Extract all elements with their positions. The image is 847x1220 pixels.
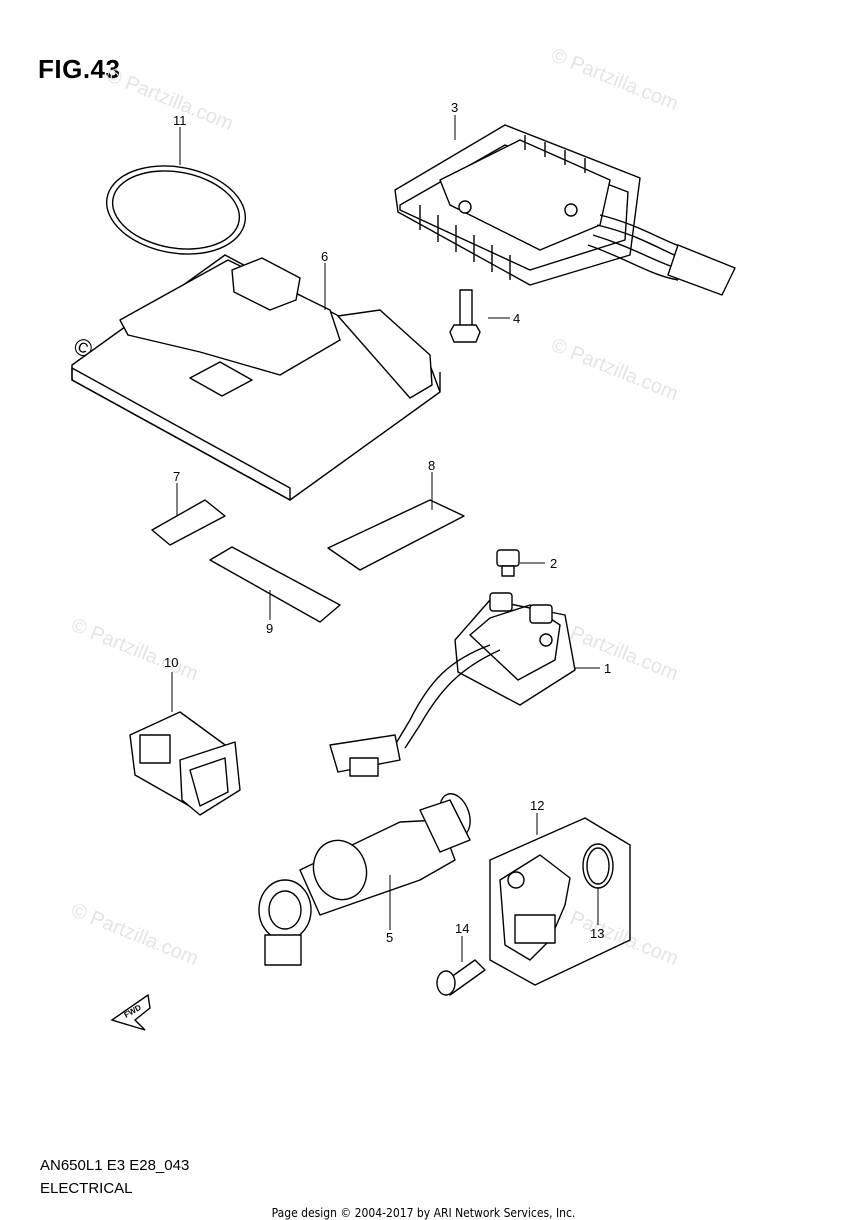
- page-footer: Page design © 2004-2017 by ARI Network S…: [271, 1206, 576, 1220]
- callout-5[interactable]: 5: [386, 930, 393, 945]
- bolt-part-4[interactable]: [449, 289, 481, 343]
- cap-part-2[interactable]: [496, 549, 520, 577]
- model-code: AN650L1 E3 E28_043: [40, 1157, 190, 1174]
- callout-9[interactable]: 9: [266, 621, 273, 636]
- figure-title: FIG.43: [38, 54, 121, 84]
- regulator-part-3[interactable]: [394, 124, 736, 296]
- callout-14[interactable]: 14: [455, 921, 469, 936]
- callout-4[interactable]: 4: [513, 311, 520, 326]
- callout-2[interactable]: 2: [550, 556, 557, 571]
- watermark-1: © Partzilla.com: [103, 64, 236, 135]
- pad-part-8[interactable]: [327, 499, 465, 571]
- callout-13[interactable]: 13: [590, 926, 604, 941]
- fwd-arrow-icon: FWD: [110, 993, 151, 1031]
- sensor-part-5[interactable]: [258, 790, 476, 966]
- callout-1[interactable]: 1: [604, 661, 611, 676]
- callout-11[interactable]: 11: [173, 113, 187, 128]
- pad-part-7[interactable]: [151, 499, 226, 546]
- section-name: ELECTRICAL: [40, 1180, 133, 1197]
- relay-part-1[interactable]: [329, 592, 576, 777]
- callout-12[interactable]: 12: [530, 798, 544, 813]
- watermark-2: © Partzilla.com: [548, 44, 681, 115]
- callout-numbers: 11 3 6 4 7 8 2 9 1 10 12 5 13 14: [164, 100, 611, 945]
- o-ring-part-11[interactable]: [100, 155, 253, 264]
- callout-10[interactable]: 10: [164, 655, 178, 670]
- connector-part-10[interactable]: [129, 711, 241, 816]
- callout-6[interactable]: 6: [321, 249, 328, 264]
- watermark-3: © Partzilla.com: [548, 334, 681, 405]
- watermark-6: © Partzilla.com: [68, 899, 201, 970]
- callout-3[interactable]: 3: [451, 100, 458, 115]
- sensor-assembly-part-12[interactable]: [489, 817, 631, 986]
- watermark-7: © Partzilla.com: [548, 899, 681, 970]
- screw-part-14[interactable]: [436, 959, 486, 996]
- ecm-part-6[interactable]: [71, 254, 441, 501]
- o-ring-part-13[interactable]: [582, 843, 614, 889]
- pad-part-9[interactable]: [209, 546, 341, 623]
- leader-lines: [171, 115, 600, 962]
- watermark-4: © Partzilla.com: [68, 614, 201, 685]
- callout-7[interactable]: 7: [173, 469, 180, 484]
- callout-8[interactable]: 8: [428, 458, 435, 473]
